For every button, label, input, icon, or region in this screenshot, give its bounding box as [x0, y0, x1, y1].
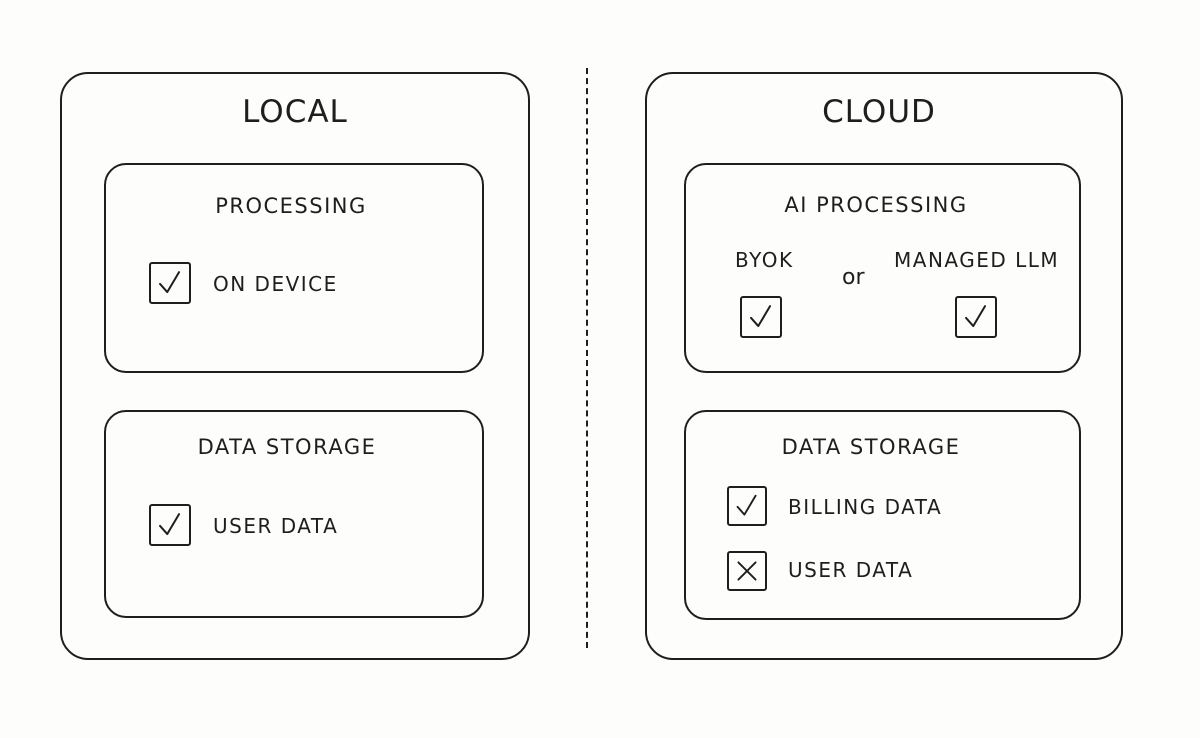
byok-label: BYOK: [735, 248, 794, 272]
cross-icon: [737, 561, 757, 581]
cloud-panel: [645, 72, 1123, 660]
local-storage-box: [104, 410, 484, 618]
cloud-storage-title: DATA STORAGE: [781, 435, 961, 459]
local-title: LOCAL: [242, 94, 348, 130]
byok-checkbox: [740, 296, 782, 338]
cloud-user-data-checkbox: [727, 551, 767, 591]
on-device-label: ON DEVICE: [213, 272, 338, 296]
check-icon: [965, 305, 987, 328]
local-panel: [60, 72, 530, 660]
dashed-divider: [586, 68, 588, 648]
managed-llm-checkbox: [955, 296, 997, 338]
local-processing-title: PROCESSING: [215, 194, 367, 218]
or-separator: or: [842, 265, 865, 290]
check-icon: [736, 494, 757, 516]
local-user-data-label: USER DATA: [213, 514, 339, 538]
billing-data-checkbox: [727, 486, 767, 526]
local-storage-title: DATA STORAGE: [197, 435, 377, 459]
check-icon: [750, 305, 772, 328]
cloud-processing-title: AI PROCESSING: [784, 193, 968, 217]
cloud-user-data-label: USER DATA: [788, 558, 914, 582]
local-user-data-checkbox: [149, 504, 191, 546]
managed-llm-label: MANAGED LLM: [894, 248, 1060, 272]
on-device-checkbox: [149, 262, 191, 304]
billing-data-label: BILLING DATA: [788, 495, 943, 519]
cloud-title: CLOUD: [822, 94, 936, 130]
check-icon: [159, 271, 181, 294]
local-processing-box: [104, 163, 484, 373]
cloud-processing-box: [684, 163, 1081, 373]
cloud-storage-box: [684, 410, 1081, 620]
check-icon: [159, 513, 181, 536]
